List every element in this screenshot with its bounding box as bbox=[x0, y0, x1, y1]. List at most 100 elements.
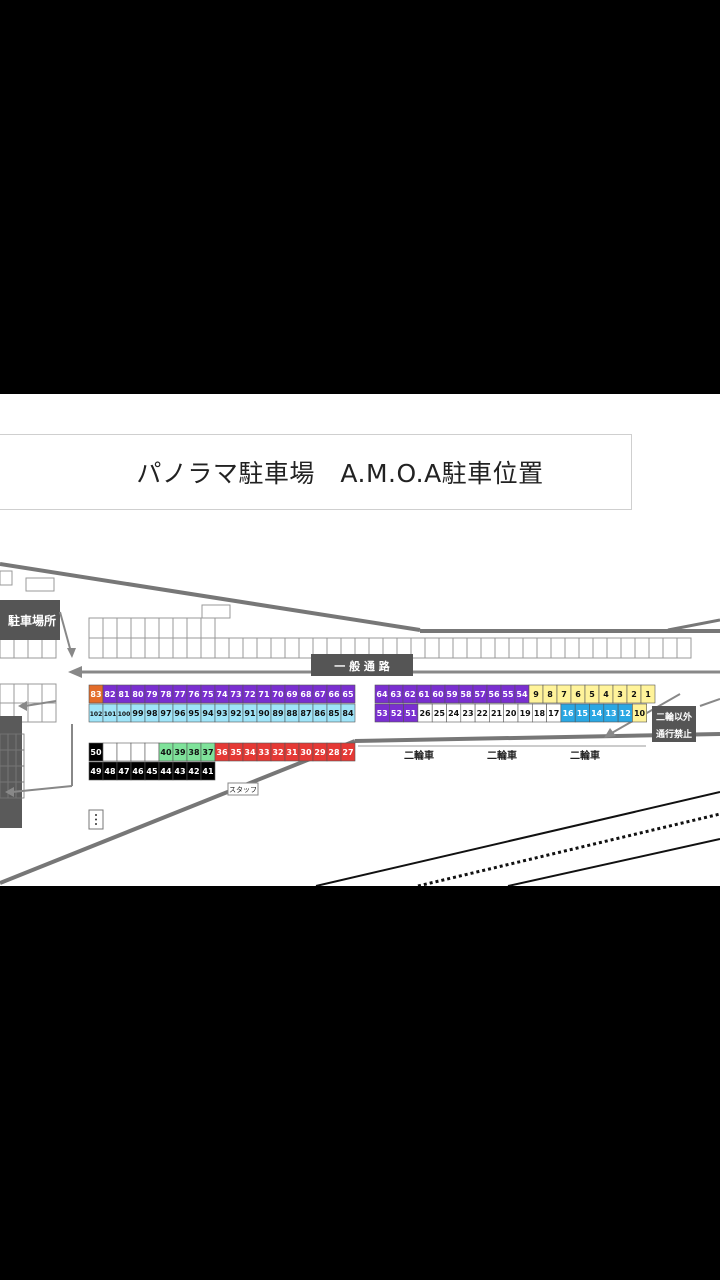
parking-spot-number: 17 bbox=[548, 709, 559, 718]
parking-spot: 29 bbox=[312, 742, 328, 762]
parking-spot-number: 45 bbox=[146, 767, 158, 776]
parking-spot: 87 bbox=[298, 703, 314, 723]
parking-spot: 38 bbox=[186, 742, 202, 762]
parking-spot: 95 bbox=[186, 703, 202, 723]
parking-spot: 16 bbox=[560, 703, 576, 723]
parking-spot: 79 bbox=[144, 684, 160, 704]
parking-spot: 97 bbox=[158, 703, 174, 723]
parking-spot-number: 91 bbox=[244, 709, 256, 718]
parking-spot-number: 5 bbox=[589, 690, 595, 699]
parking-spot: 25 bbox=[431, 703, 447, 723]
no-entry-sign-box bbox=[652, 706, 696, 742]
parking-spot: 70 bbox=[270, 684, 286, 704]
small-box-2 bbox=[201, 604, 231, 619]
parking-spot: 78 bbox=[158, 684, 174, 704]
parking-sign-box bbox=[0, 600, 60, 640]
parking-spot-number: 80 bbox=[132, 690, 144, 699]
parking-spot-number: 101 bbox=[104, 711, 117, 718]
parking-spot-number: 28 bbox=[328, 748, 340, 757]
parking-spot: 36 bbox=[214, 742, 230, 762]
parking-spot: 96 bbox=[172, 703, 188, 723]
dot-2 bbox=[95, 818, 97, 821]
lot-edge-right-stub bbox=[667, 618, 720, 632]
parking-spot-number: 84 bbox=[342, 709, 354, 718]
parking-spot-number: 67 bbox=[314, 690, 325, 699]
parking-spot-box bbox=[340, 684, 356, 704]
parking-spot: 30 bbox=[298, 742, 314, 762]
parking-spot-number: 56 bbox=[488, 690, 500, 699]
staff-sign-box bbox=[227, 782, 259, 796]
parking-spot: 9 bbox=[528, 684, 544, 704]
parking-spot: 88 bbox=[284, 703, 300, 723]
parking-spot-number: 81 bbox=[118, 690, 130, 699]
parking-spot: 63 bbox=[388, 684, 404, 704]
parking-spot-number: 59 bbox=[446, 690, 458, 699]
parking-spot-number: 18 bbox=[534, 709, 546, 718]
parking-spot-number: 85 bbox=[328, 709, 340, 718]
parking-spot-number: 36 bbox=[216, 748, 228, 757]
parking-spot-number: 98 bbox=[146, 709, 158, 718]
parking-spot-number: 21 bbox=[491, 709, 503, 718]
parking-spot: 18 bbox=[531, 703, 547, 723]
parking-spot-number: 77 bbox=[174, 690, 185, 699]
parking-spot bbox=[144, 742, 160, 762]
parking-spot-number: 92 bbox=[230, 709, 241, 718]
parking-spot-number: 99 bbox=[132, 709, 144, 718]
parking-spot: 23 bbox=[460, 703, 476, 723]
parking-spot: 12 bbox=[617, 703, 633, 723]
parking-spot: 52 bbox=[388, 703, 404, 723]
parking-spot: 8 bbox=[542, 684, 558, 704]
title-box: パノラマ駐車場 A.M.O.A駐車位置 bbox=[0, 434, 632, 510]
parking-spot: 84 bbox=[340, 703, 356, 723]
outer-road bbox=[315, 791, 720, 886]
parking-spot-number: 79 bbox=[146, 690, 158, 699]
dot-3 bbox=[95, 823, 97, 825]
parking-spot-number: 90 bbox=[258, 709, 270, 718]
parking-spot-number: 38 bbox=[188, 748, 200, 757]
parking-spot: 86 bbox=[312, 703, 328, 723]
parking-spot-number: 65 bbox=[342, 690, 354, 699]
parking-spot-number: 71 bbox=[258, 690, 270, 699]
parking-spot-number: 3 bbox=[617, 690, 623, 699]
parking-spot-number: 53 bbox=[377, 709, 388, 718]
parking-spot: 33 bbox=[256, 742, 272, 762]
parking-spot-number: 69 bbox=[286, 690, 298, 699]
parking-spot: 34 bbox=[242, 742, 258, 762]
parking-spot-number: 87 bbox=[300, 709, 311, 718]
parking-spot-number: 41 bbox=[202, 767, 214, 776]
outline-row-left-top bbox=[0, 638, 57, 659]
road-line-1 bbox=[315, 791, 720, 886]
parking-spot: 77 bbox=[172, 684, 188, 704]
parking-spot: 91 bbox=[242, 703, 258, 723]
parking-spot: 46 bbox=[130, 761, 146, 781]
parking-spot: 56 bbox=[486, 684, 502, 704]
no-entry-line-2: 通行禁止 bbox=[656, 728, 692, 740]
parking-spot-number: 9 bbox=[533, 690, 539, 699]
parking-spot-number: 48 bbox=[104, 767, 116, 776]
down-arrow-head bbox=[67, 648, 76, 658]
parking-spot-number: 70 bbox=[272, 690, 284, 699]
parking-spot-number: 52 bbox=[391, 709, 402, 718]
parking-spot-number: 14 bbox=[591, 709, 603, 718]
staff-label: スタッフ bbox=[229, 785, 257, 794]
parking-spot: 26 bbox=[417, 703, 433, 723]
parking-spot: 35 bbox=[228, 742, 244, 762]
small-box-1 bbox=[25, 577, 55, 592]
map-diagram: 駐車場所 一 般 通 路 二輪以外 通行禁止 二輪車 二輪車 bbox=[0, 562, 720, 886]
right-diagonal-arrow-head bbox=[604, 728, 616, 738]
parking-spot: 62 bbox=[402, 684, 418, 704]
road-line-dotted bbox=[417, 812, 720, 886]
motorbike-label-3: 二輪車 bbox=[570, 749, 600, 762]
parking-spot: 3 bbox=[612, 684, 628, 704]
parking-spot-number: 74 bbox=[216, 690, 228, 699]
parking-spot-number: 83 bbox=[90, 690, 101, 699]
parking-spot: 74 bbox=[214, 684, 230, 704]
parking-spot: 80 bbox=[130, 684, 146, 704]
parking-spot: 89 bbox=[270, 703, 286, 723]
parking-spot-box bbox=[130, 742, 146, 762]
parking-spot-number: 58 bbox=[460, 690, 472, 699]
parking-spot-box bbox=[340, 742, 356, 762]
parking-spot: 57 bbox=[472, 684, 488, 704]
parking-spot: 44 bbox=[158, 761, 174, 781]
